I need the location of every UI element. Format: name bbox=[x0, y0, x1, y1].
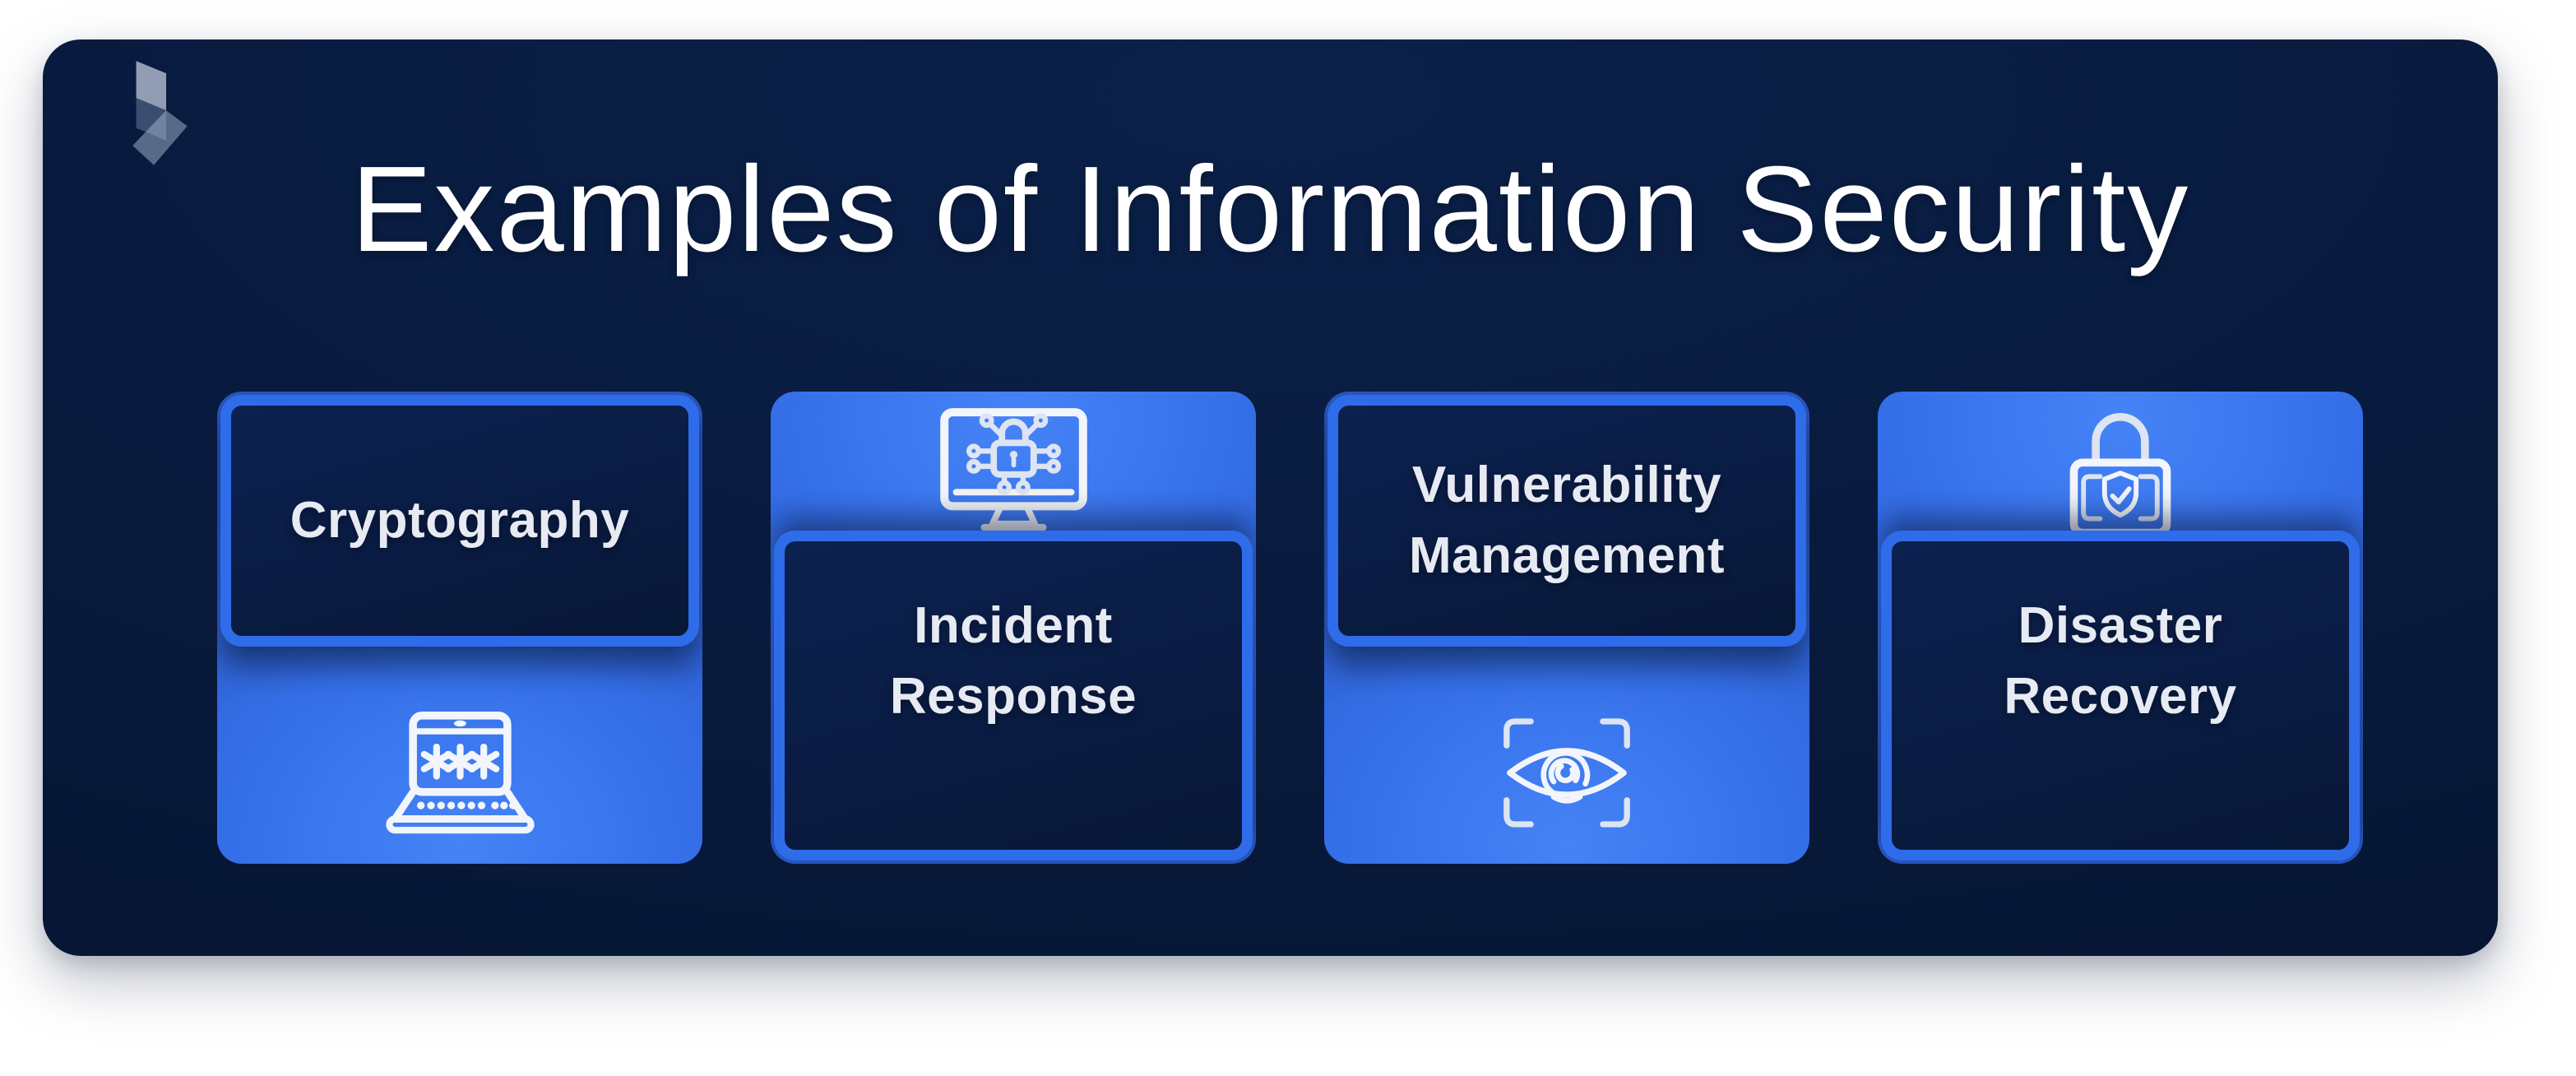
shield-check-lock-icon bbox=[2069, 412, 2171, 536]
label-panel: Vulnerability Management bbox=[1327, 395, 1806, 647]
card-label: Incident Response bbox=[889, 596, 1137, 725]
card-label: Disaster Recovery bbox=[2004, 596, 2237, 725]
card-row: Cryptography bbox=[217, 392, 2385, 864]
card-incident-response: Incident Response bbox=[771, 392, 1256, 864]
secure-monitor-icon bbox=[939, 407, 1087, 531]
icon-zone bbox=[217, 647, 702, 864]
card-cryptography: Cryptography bbox=[217, 392, 702, 864]
label-panel: Incident Response bbox=[774, 531, 1253, 860]
main-board: Examples of Information Security Cryptog… bbox=[43, 39, 2498, 956]
icon-zone bbox=[1324, 647, 1809, 864]
icon-zone bbox=[1878, 392, 2363, 536]
label-panel: Cryptography bbox=[220, 395, 699, 647]
label-panel: Disaster Recovery bbox=[1881, 531, 2360, 860]
password-laptop-icon bbox=[385, 711, 535, 833]
eye-scan-icon bbox=[1503, 717, 1630, 828]
card-label: Vulnerability Management bbox=[1409, 457, 1725, 584]
card-disaster-recovery: Disaster Recovery bbox=[1878, 392, 2363, 864]
page-title: Examples of Information Security bbox=[350, 141, 2190, 277]
ribbon-fold-logo-icon bbox=[132, 61, 188, 165]
icon-zone bbox=[771, 392, 1256, 531]
card-vulnerability-management: Vulnerability Management bbox=[1324, 392, 1809, 864]
card-label: Cryptography bbox=[290, 492, 630, 550]
